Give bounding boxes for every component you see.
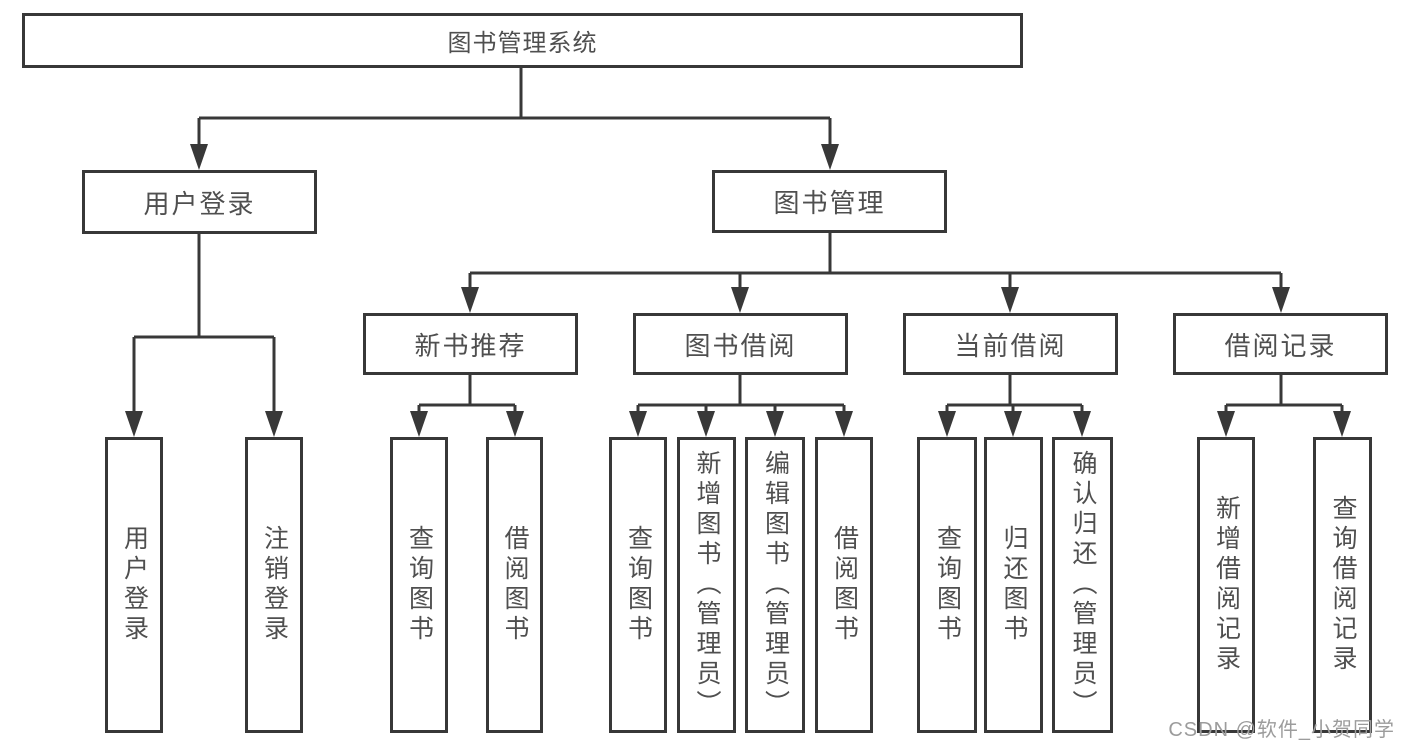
arrow-to-user-login <box>190 118 208 170</box>
arrow-leaf <box>410 405 428 437</box>
node-label: 用户登录 <box>143 188 256 219</box>
node-leaf-logout: 注销登录 <box>245 437 303 733</box>
watermark: CSDN @软件_小贺同学 <box>1168 719 1395 741</box>
arrow-leaf <box>1333 405 1351 437</box>
node-leaf-borrow-books-recommend: 借阅图书 <box>486 437 543 733</box>
node-label: 当前借阅 <box>954 330 1067 361</box>
node-user-login: 用户登录 <box>82 170 317 234</box>
node-book-management: 图书管理 <box>712 170 947 233</box>
node-current-borrow: 当前借阅 <box>903 313 1118 375</box>
spine-new-book-recommend <box>419 375 515 407</box>
node-leaf-query-borrow-record: 查询借阅记录 <box>1313 437 1372 733</box>
arrow-to-book-borrow <box>731 273 749 313</box>
spine-root <box>199 68 830 120</box>
node-label: 新增图书（管理员） <box>693 450 721 720</box>
node-leaf-query-books-current: 查询图书 <box>917 437 977 733</box>
node-label: 编辑图书（管理员） <box>761 450 790 720</box>
spine-borrow-records <box>1226 375 1342 407</box>
spine-user-login <box>134 234 274 339</box>
node-leaf-add-borrow-record: 新增借阅记录 <box>1197 437 1255 733</box>
arrow-to-current-borrow <box>1001 273 1019 313</box>
node-label: 注销登录 <box>260 525 289 645</box>
spine-book-borrow <box>638 375 844 407</box>
arrow-leaf <box>1217 405 1235 437</box>
node-leaf-query-books-borrow: 查询图书 <box>609 437 667 733</box>
node-label: 借阅记录 <box>1224 330 1337 361</box>
arrow-to-borrow-records <box>1272 273 1290 313</box>
node-system-root: 图书管理系统 <box>22 13 1023 68</box>
arrow-to-logout-leaf <box>265 337 283 437</box>
node-leaf-borrow-books: 借阅图书 <box>815 437 873 733</box>
arrow-leaf <box>697 405 715 437</box>
node-label: 查询图书 <box>405 525 434 645</box>
arrow-leaf <box>1073 405 1091 437</box>
node-label: 查询借阅记录 <box>1329 495 1357 675</box>
arrow-leaf <box>766 405 784 437</box>
node-leaf-edit-books-admin: 编辑图书（管理员） <box>745 437 805 733</box>
arrow-to-user-login-leaf <box>125 337 143 437</box>
node-label: 查询图书 <box>624 525 653 645</box>
node-label: 图书管理 <box>773 188 886 218</box>
arrow-to-book-management <box>821 118 839 170</box>
arrow-leaf <box>938 405 956 437</box>
node-label: 图书管理系统 <box>447 30 598 57</box>
node-label: 借阅图书 <box>501 525 529 645</box>
node-leaf-confirm-return-admin: 确认归还（管理员） <box>1052 437 1113 733</box>
node-leaf-query-books-recommend: 查询图书 <box>390 437 448 733</box>
arrow-leaf <box>506 405 524 437</box>
node-label: 图书借阅 <box>684 330 797 361</box>
node-borrow-records: 借阅记录 <box>1173 313 1388 375</box>
node-label: 新书推荐 <box>414 330 527 361</box>
node-label: 借阅图书 <box>830 525 859 645</box>
node-label: 归还图书 <box>1000 525 1028 645</box>
node-leaf-return-books: 归还图书 <box>984 437 1043 733</box>
arrow-to-new-book-recommend <box>461 273 479 313</box>
node-label: 新增借阅记录 <box>1212 495 1241 675</box>
node-leaf-add-books-admin: 新增图书（管理员） <box>677 437 736 733</box>
arrow-leaf <box>835 405 853 437</box>
arrow-leaf <box>1004 405 1022 437</box>
node-new-book-recommend: 新书推荐 <box>363 313 578 375</box>
arrow-leaf <box>629 405 647 437</box>
spine-book-management <box>470 233 1281 275</box>
node-label: 确认归还（管理员） <box>1069 450 1097 720</box>
node-leaf-user-login: 用户登录 <box>105 437 163 733</box>
spine-current-borrow <box>947 375 1082 407</box>
node-book-borrow: 图书借阅 <box>633 313 848 375</box>
node-label: 查询图书 <box>933 525 962 645</box>
node-label: 用户登录 <box>120 525 149 645</box>
